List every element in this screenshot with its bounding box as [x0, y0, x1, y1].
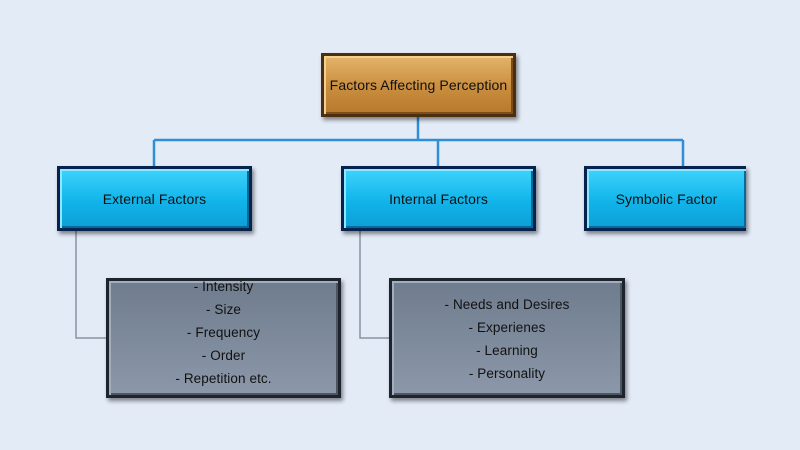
detail-connectors	[75, 231, 389, 339]
list-item: - Personality	[468, 366, 546, 381]
tree-connectors	[152, 117, 685, 166]
list-item: - Frequency	[186, 324, 261, 340]
list-item: - Repetition etc.	[175, 370, 272, 386]
category-internal-factors: Internal Factors	[341, 166, 536, 231]
category-external-factors: External Factors	[57, 166, 252, 231]
root-label: Factors Affecting Perception	[329, 77, 508, 93]
list-item: - Learning	[476, 343, 538, 358]
category-label: External Factors	[102, 190, 207, 207]
list-item: - Intensity	[193, 278, 254, 294]
detail-list: - Intensity - Size - Frequency - Order -…	[175, 275, 271, 390]
list-item: - Experienes	[468, 320, 546, 335]
category-label: Symbolic Factor	[615, 190, 718, 207]
root-node: Factors Affecting Perception	[321, 53, 516, 117]
list-item: - Needs and Desires	[444, 297, 570, 312]
external-factors-detail: - Intensity - Size - Frequency - Order -…	[106, 278, 341, 398]
external-detail-connector	[75, 231, 106, 339]
internal-detail-connector	[359, 231, 389, 339]
category-symbolic-factor: Symbolic Factor	[584, 166, 746, 231]
list-item: - Order	[201, 347, 246, 363]
internal-factors-detail: - Needs and Desires - Experienes - Learn…	[389, 278, 625, 398]
category-label: Internal Factors	[389, 190, 488, 207]
detail-list: - Needs and Desires - Experienes - Learn…	[445, 293, 570, 385]
list-item: - Size	[205, 301, 242, 317]
